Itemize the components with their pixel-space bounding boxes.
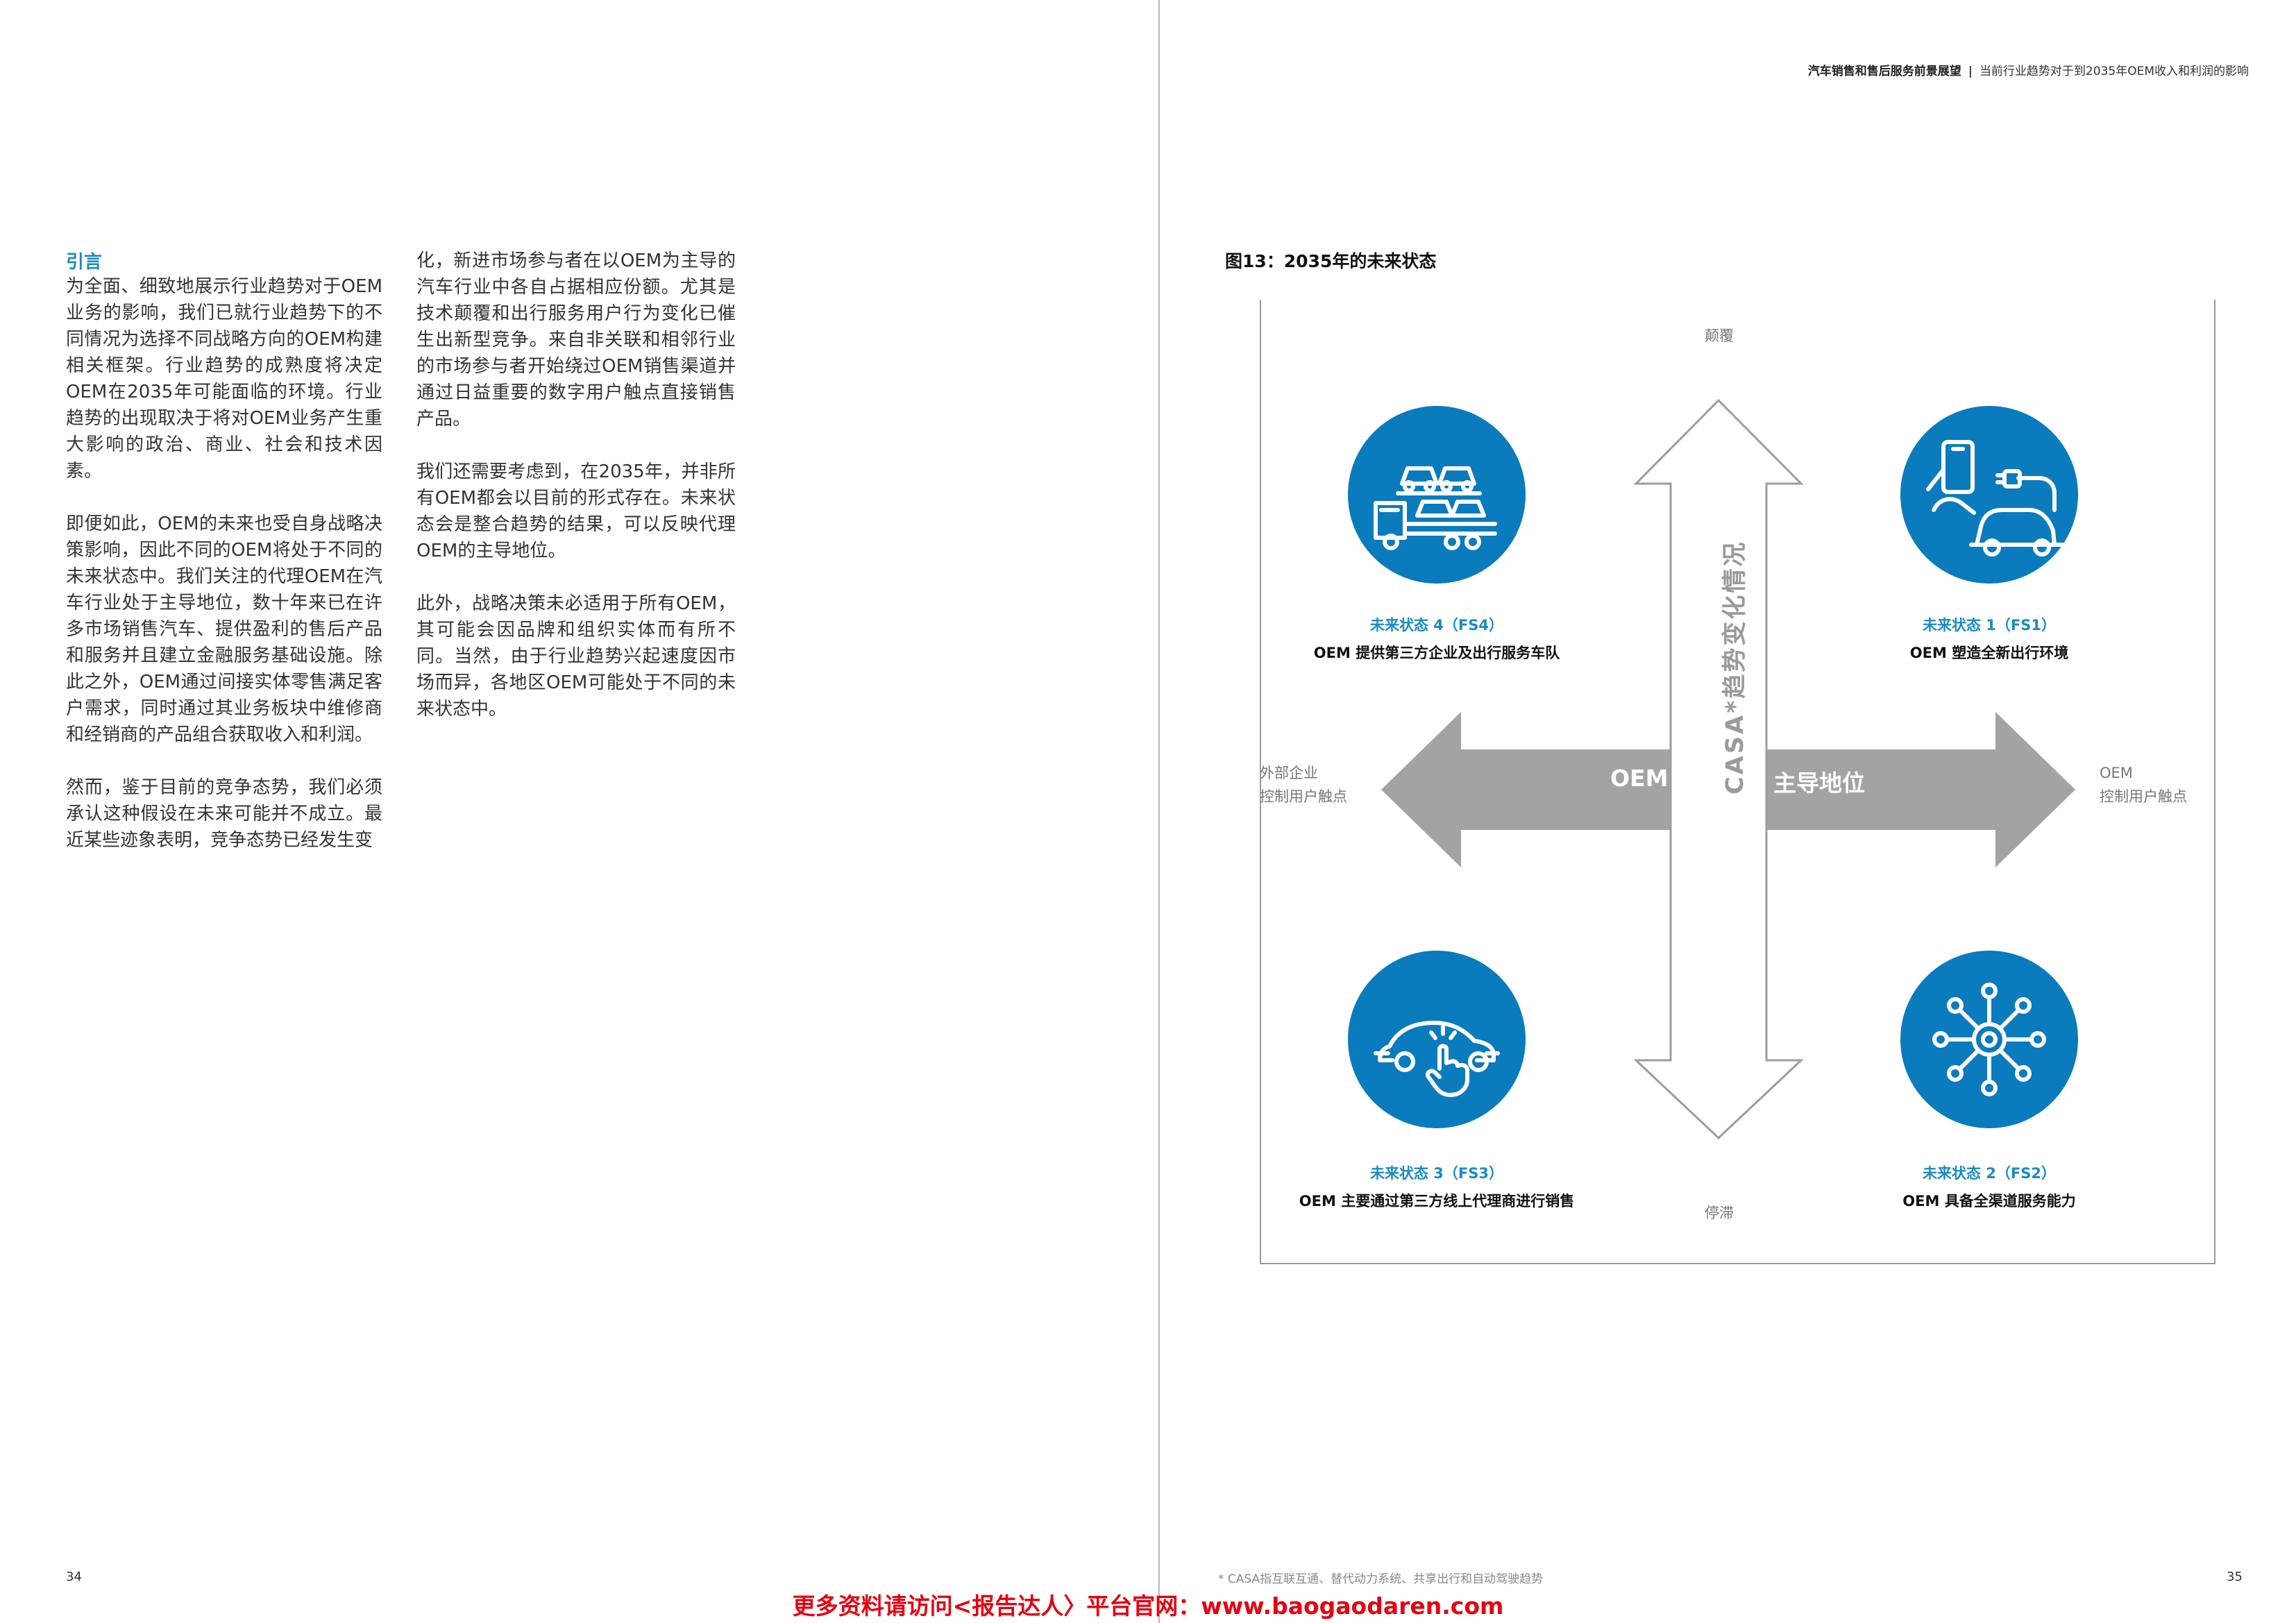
car-transporter-icon (1348, 406, 1526, 584)
future-state-3: 未来状态 3（FS3） OEM 主要通过第三方线上代理商进行销售 (1263, 1162, 1610, 1211)
arrow-text-right: 主导地位 (1773, 770, 1865, 797)
running-header: 汽车销售和售后服务前景展望 | 当前行业趋势对于到2035年OEM收入和利润的影响 (1208, 61, 2249, 78)
future-state-2-label: 未来状态 2（FS2） (1922, 1165, 2056, 1182)
header-subtitle: 当前行业趋势对于到2035年OEM收入和利润的影响 (1979, 65, 2249, 78)
vertical-axis-label: CASA*趋势变化情况 (1721, 540, 1749, 794)
text-column-2: 化，新进市场参与者在以OEM为主导的汽车行业中各自占据相应份额。尤其是技术颠覆和… (416, 248, 736, 722)
header-title: 汽车销售和售后服务前景展望 (1807, 65, 1961, 78)
header-separator: | (1968, 65, 1973, 78)
vertical-double-arrow (1633, 398, 1804, 1140)
page-number-left: 34 (66, 1570, 82, 1584)
future-state-3-label: 未来状态 3（FS3） (1369, 1165, 1503, 1182)
future-state-4-label: 未来状态 4（FS4） (1369, 617, 1503, 634)
left-axis-label: 外部企业 控制用户触点 (1260, 761, 1347, 808)
paragraph: 即便如此，OEM的未来也受自身战略决策影响，因此不同的OEM将处于不同的未来状态… (66, 513, 382, 745)
bottom-axis-label: 停滞 (1705, 1205, 1734, 1221)
future-state-2-desc: OEM 具备全渠道服务能力 (1902, 1193, 2076, 1209)
right-axis-label-line1: OEM (2100, 765, 2133, 781)
page-spine (1158, 0, 1160, 1623)
text-column-1: 引言 为全面、细致地展示行业趋势对于OEM业务的影响，我们已就行业趋势下的不同情… (66, 248, 382, 853)
future-state-3-desc: OEM 主要通过第三方线上代理商进行销售 (1299, 1193, 1575, 1209)
left-axis-label-line1: 外部企业 (1260, 765, 1318, 781)
right-axis-label-line2: 控制用户触点 (2100, 788, 2187, 805)
axes-arrows (1381, 398, 2075, 1140)
page-number-right: 35 (2227, 1570, 2243, 1584)
future-state-1: 未来状态 1（FS1） OEM 塑造全新出行环境 (1816, 614, 2163, 663)
section-heading: 引言 (66, 252, 103, 273)
phone-ev-charging-icon (1900, 406, 2078, 584)
paragraph: 此外，战略决策未必适用于所有OEM，其可能会因品牌和组织实体而有所不同。当然，由… (416, 593, 736, 720)
figure-frame (1260, 300, 2215, 1264)
promo-link-text: 更多资料请访问<报告达人〉平台官网：www.baogaodaren.com (792, 1592, 1504, 1620)
arrow-text-left: OEM (1610, 765, 1669, 792)
future-state-4: 未来状态 4（FS4） OEM 提供第三方企业及出行服务车队 (1263, 614, 1610, 663)
future-state-1-desc: OEM 塑造全新出行环境 (1909, 645, 2069, 661)
figure-title: 图13：2035年的未来状态 (1225, 251, 1437, 271)
online-car-touch-icon (1348, 951, 1526, 1128)
future-state-4-desc: OEM 提供第三方企业及出行服务车队 (1313, 645, 1560, 661)
paragraph: 化，新进市场参与者在以OEM为主导的汽车行业中各自占据相应份额。尤其是技术颠覆和… (416, 250, 736, 430)
omnichannel-network-icon (1900, 951, 2078, 1128)
paragraph: 我们还需要考虑到，在2035年，并非所有OEM都会以目前的形式存在。未来状态会是… (416, 461, 736, 561)
future-state-2: 未来状态 2（FS2） OEM 具备全渠道服务能力 (1816, 1162, 2163, 1211)
footnote: * CASA指互联互通、替代动力系统、共享出行和自动驾驶趋势 (1218, 1572, 1544, 1586)
top-axis-label: 颠覆 (1705, 328, 1734, 344)
paragraph: 为全面、细致地展示行业趋势对于OEM业务的影响，我们已就行业趋势下的不同情况为选… (66, 276, 382, 482)
paragraph: 然而，鉴于目前的竞争态势，我们必须承认这种假设在未来可能并不成立。最近某些迹象表… (66, 777, 382, 851)
left-axis-label-line2: 控制用户触点 (1260, 788, 1347, 805)
right-axis-label: OEM 控制用户触点 (2100, 761, 2187, 808)
future-state-1-label: 未来状态 1（FS1） (1922, 617, 2056, 634)
